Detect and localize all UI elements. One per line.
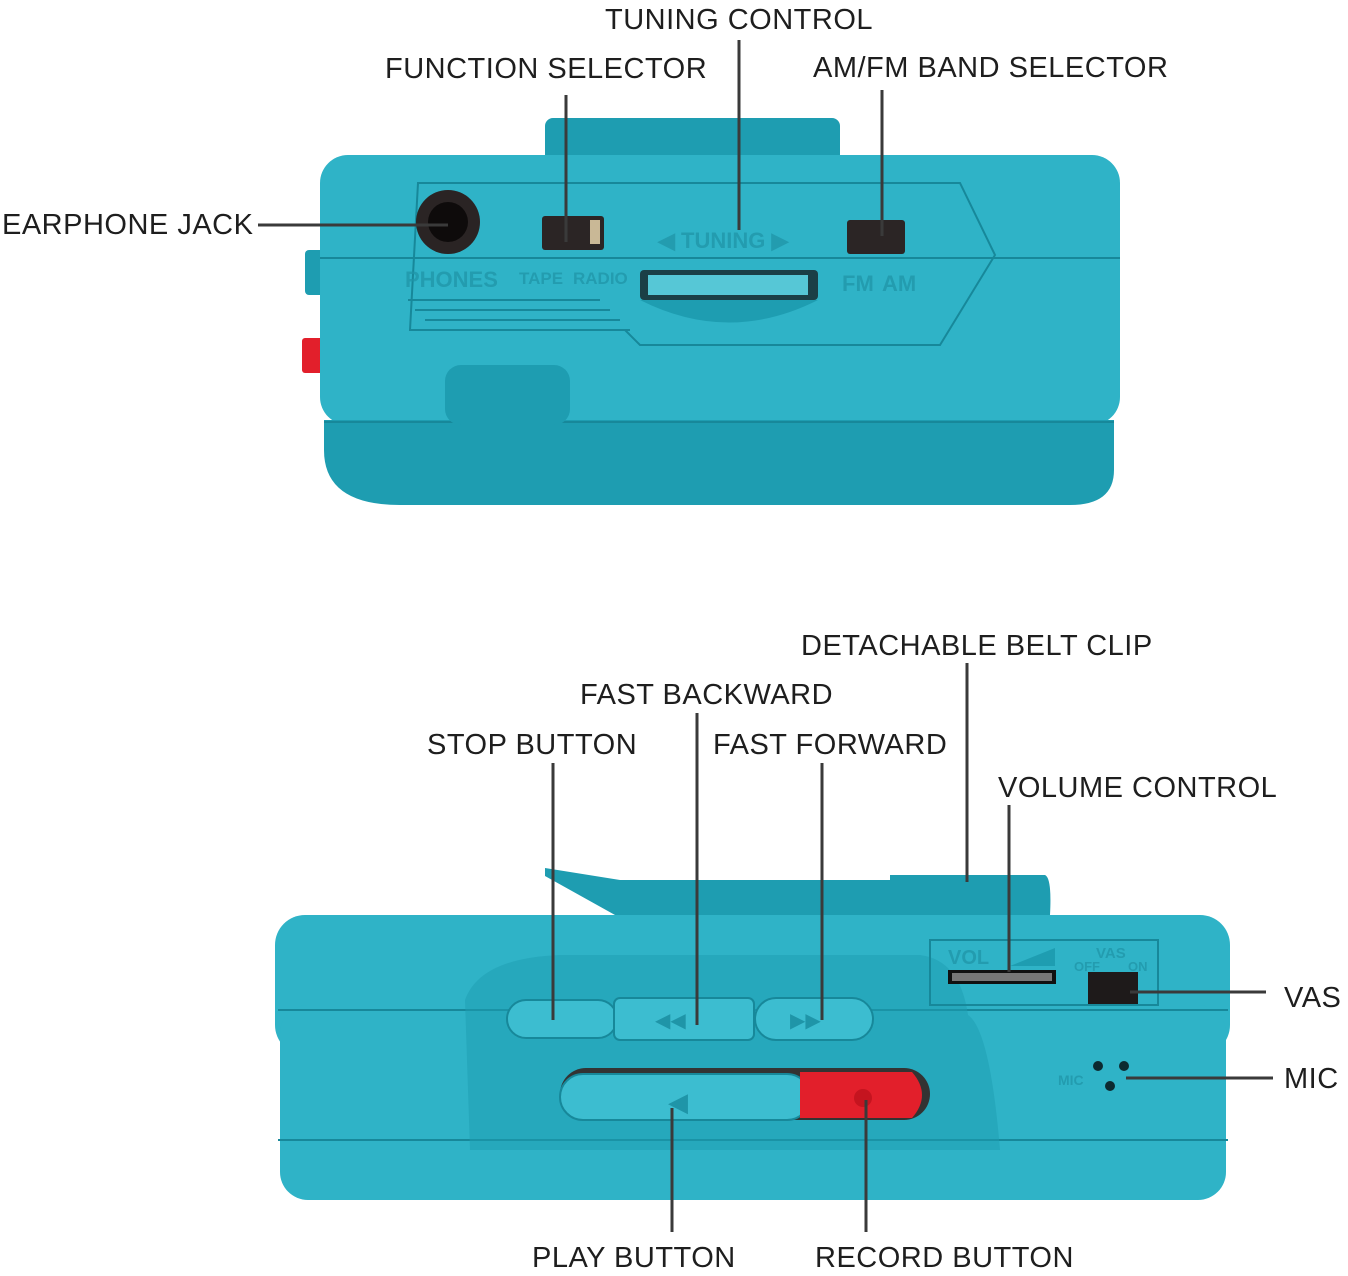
marking-mic: MIC [1058,1072,1084,1088]
label-earphone-jack: EARPHONE JACK [2,209,254,241]
mic-holes[interactable] [1093,1061,1129,1091]
marking-tape: TAPE [519,269,563,288]
label-vas: VAS [1284,982,1341,1014]
marking-vol: VOL [948,947,989,969]
label-volume-control: VOLUME CONTROL [998,772,1277,804]
label-fast-backward: FAST BACKWARD [580,679,833,711]
bottom-shell [324,420,1114,505]
label-function-selector: FUNCTION SELECTOR [385,53,707,85]
belt-clip [545,868,1051,915]
marking-radio: RADIO [573,269,628,288]
band-selector-switch[interactable] [847,220,905,254]
marking-tuning: ◀ TUNING ▶ [657,228,789,253]
label-stop-button: STOP BUTTON [427,729,637,761]
vol-vas-panel [929,939,1159,1006]
marking-fm: FM [842,271,874,296]
marking-off: OFF [1074,959,1100,974]
rewind-icon: ◀◀ [655,1010,686,1032]
record-dot-icon [854,1089,872,1107]
battery-door-tab [445,365,570,425]
front-view-device: VOL VAS OFF ON MIC ◀◀ ▶▶ ◀ [275,868,1230,1200]
label-band-selector: AM/FM BAND SELECTOR [813,52,1168,84]
fast-forward-key[interactable] [754,997,874,1041]
marking-am: AM [882,271,916,296]
marking-vas: VAS [1096,945,1126,962]
label-record-button: RECORD BUTTON [815,1242,1074,1274]
marking-phones: PHONES [405,267,498,292]
marking-on: ON [1128,959,1148,974]
vas-switch[interactable] [1088,972,1138,1004]
label-belt-clip: DETACHABLE BELT CLIP [801,630,1153,662]
leader-lines [258,40,1273,1232]
label-fast-forward: FAST FORWARD [713,729,947,761]
label-play-button: PLAY BUTTON [532,1242,736,1274]
callout-labels: TUNING CONTROL FUNCTION SELECTOR AM/FM B… [2,4,1341,1274]
label-mic: MIC [1284,1063,1339,1095]
fast-forward-icon: ▶▶ [790,1010,821,1032]
label-tuning-control: TUNING CONTROL [605,4,873,36]
vent-lines [408,299,630,331]
top-view-device: PHONES TAPE RADIO ◀ TUNING ▶ FM AM [302,118,1120,505]
stop-key[interactable] [506,999,618,1039]
function-selector-switch[interactable] [542,216,604,250]
